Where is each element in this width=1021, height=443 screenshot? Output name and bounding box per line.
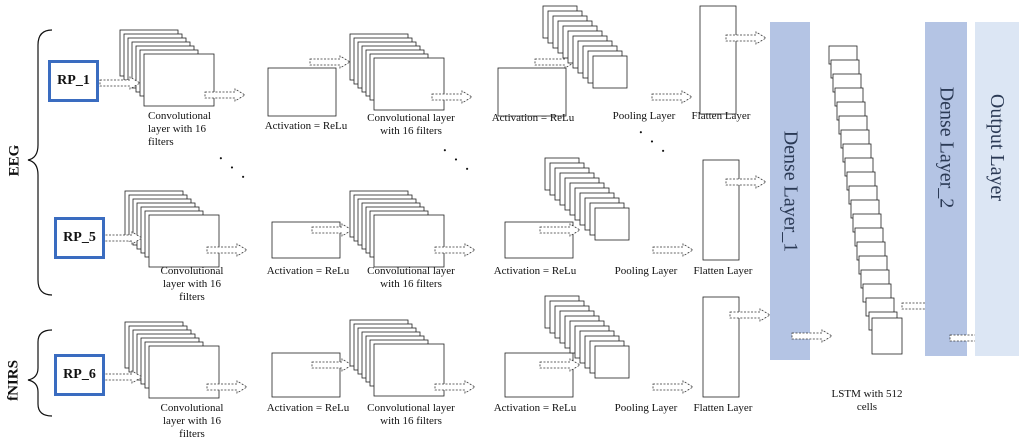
flatten-label: Flatten Layer: [693, 265, 753, 277]
activation-label: Activation = ReLu: [266, 402, 350, 414]
activation-label: Activation = ReLu: [491, 112, 575, 124]
fnirs-brace: [27, 329, 53, 417]
lstm-cells: [828, 45, 903, 355]
activation-label: Activation = ReLu: [493, 265, 577, 277]
activation-label: Activation = ReLu: [266, 265, 350, 277]
conv-label: Convolutional layer with 16 filters: [367, 402, 455, 427]
pooling-label: Pooling Layer: [614, 265, 678, 277]
conv-stack: [124, 190, 220, 268]
eeg-brace: [27, 29, 53, 296]
row-1: [99, 5, 767, 117]
conv-label: Convolutional layer with 16 filters: [367, 112, 455, 137]
dense-layer-2-bar: [925, 22, 967, 356]
dense-layer-2-label: Dense Layer_2: [935, 86, 958, 208]
conv-stack: [349, 33, 445, 111]
pooling-label: Pooling Layer: [612, 110, 676, 122]
input-rp-1: RP_1: [48, 60, 99, 102]
input-rp-5: RP_5: [54, 217, 105, 259]
flatten-label: Flatten Layer: [691, 110, 751, 122]
dense-layer-2: Dense Layer_2: [925, 22, 967, 272]
dense-layer-1-label: Dense Layer_1: [779, 130, 802, 252]
conv-label: Convolutional layer with 16 filters: [160, 402, 224, 440]
row-2: [101, 157, 767, 268]
conv-label: Convolutional layer with 16 filters: [160, 265, 224, 303]
dense-layer-1-bar: [770, 22, 810, 360]
conv-label: Convolutional layer with 16 filters: [367, 265, 455, 290]
activation-label: Activation = ReLu: [264, 120, 348, 132]
conv-stack: [124, 321, 220, 399]
fnirs-label: fNIRS: [5, 360, 22, 401]
conv-stack: [349, 190, 445, 268]
conv-label: Convolutional layer with 16 filters: [148, 110, 211, 148]
lstm-label: LSTM with 512 cells: [831, 388, 903, 413]
eeg-label: EEG: [6, 144, 23, 177]
output-layer-bar: [975, 22, 1019, 356]
pooling-label: Pooling Layer: [614, 402, 678, 414]
input-rp-6: RP_6: [54, 354, 105, 396]
activation-label: Activation = ReLu: [493, 402, 577, 414]
row-3: [101, 295, 771, 399]
conv-stack: [349, 319, 445, 397]
output-layer-label: Output Layer: [986, 93, 1009, 201]
output-layer: Output Layer: [975, 22, 1019, 272]
dense-layer-1: Dense Layer_1: [770, 22, 810, 360]
conv-stack: [119, 29, 215, 107]
flatten-label: Flatten Layer: [693, 402, 753, 414]
